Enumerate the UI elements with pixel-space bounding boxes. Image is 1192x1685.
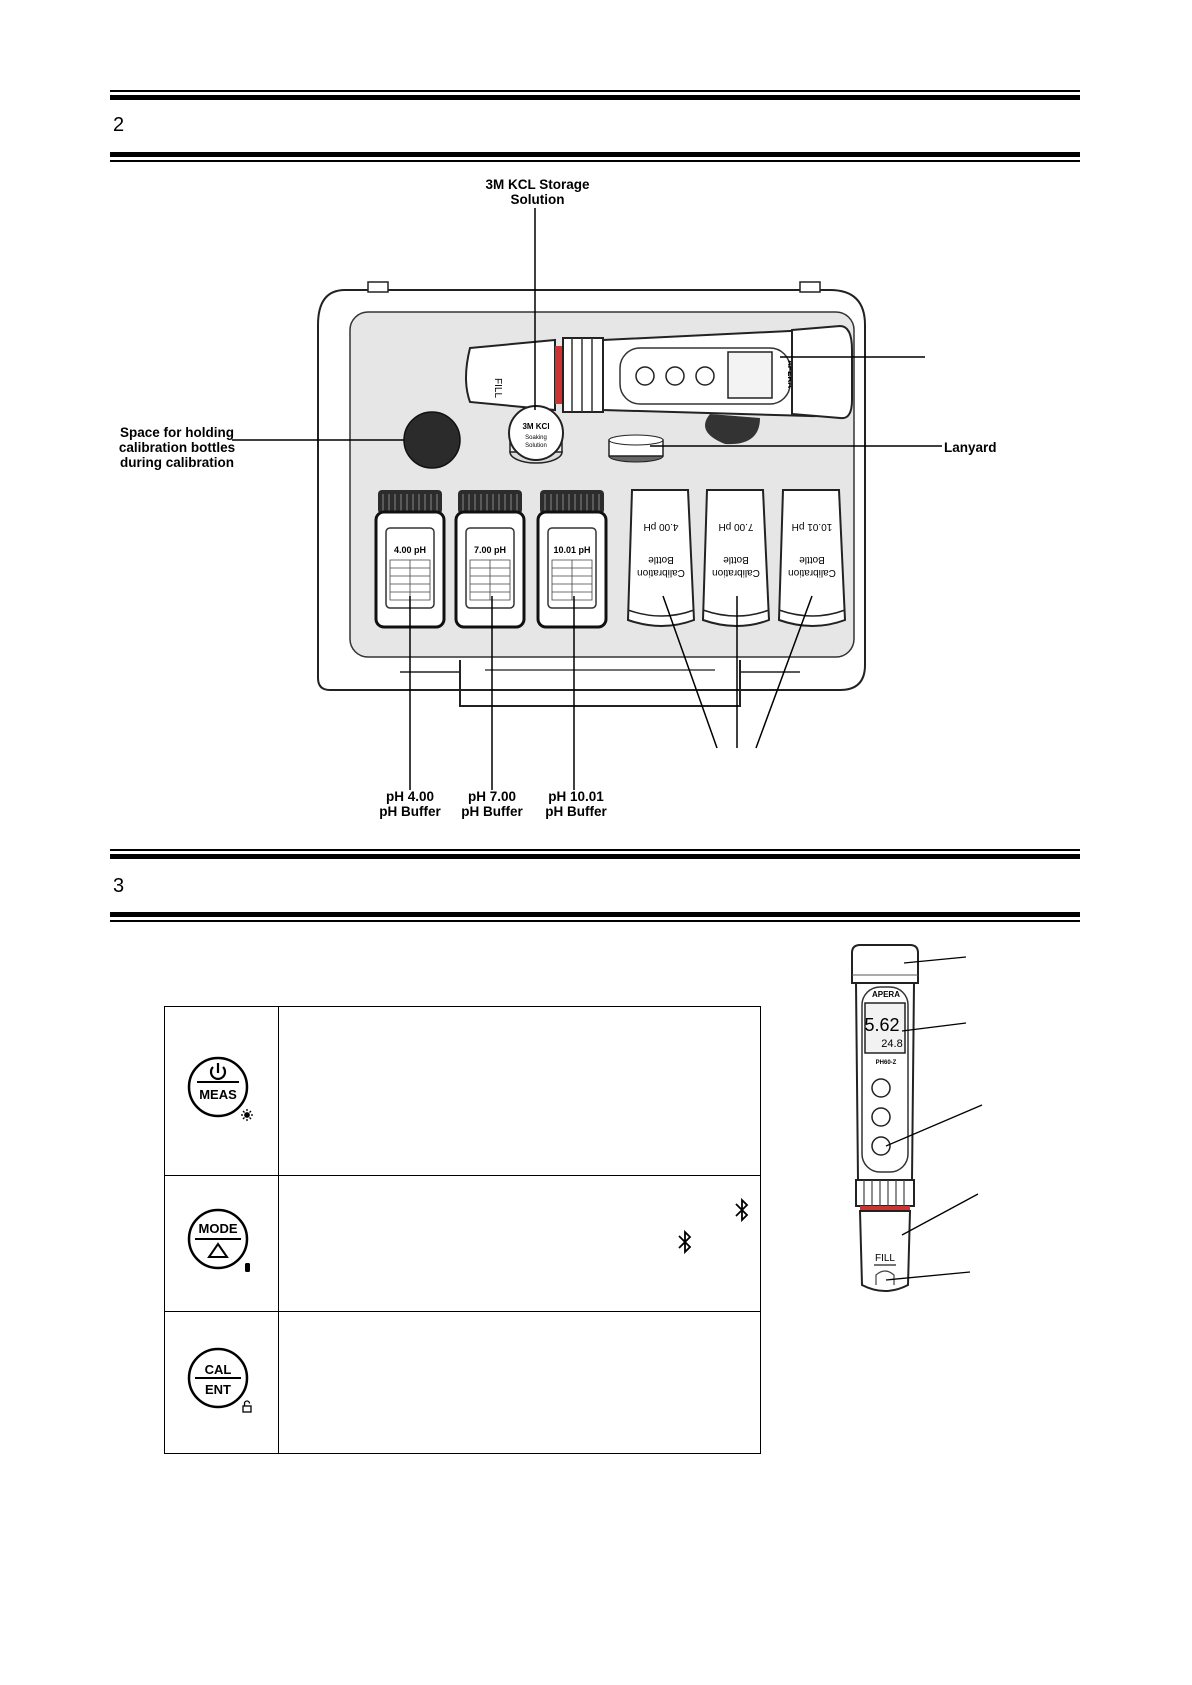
meter-key-1-icon (635, 366, 655, 386)
mode-key-text: MODE (198, 1221, 237, 1236)
meter-brand-text: APERA (872, 990, 900, 999)
bluetooth-icon-2 (678, 1229, 692, 1255)
meter-key-2-icon (665, 366, 685, 386)
meter-electrode (875, 1270, 895, 1285)
mode-key-cell: MODE (164, 1175, 279, 1312)
buffer-bottle-7: 7.00 pH (454, 490, 526, 629)
meter-clip (705, 414, 760, 445)
buffer-bottle-10: 10.01 pH (536, 490, 608, 629)
meter-meas-key-icon (871, 1078, 891, 1098)
callout-buffer-7: pH 7.00 pH Buffer (461, 789, 523, 819)
kcl-storage-bottle: 3M KCl Soaking Solution (508, 405, 564, 464)
section-3-bottom-rule (110, 912, 1080, 917)
callout-buffer-10: pH 10.01 pH Buffer (545, 789, 607, 819)
meter-cap-part (851, 944, 919, 984)
cal-key-description (278, 1311, 761, 1454)
case-hinge-left (367, 281, 389, 293)
cal-key-cell: CAL ENT (164, 1311, 279, 1454)
cal-bottle-4-line2: Bottle (648, 554, 674, 565)
meter-brand: APERA (786, 360, 795, 388)
section-2-number: 2 (113, 114, 125, 136)
calibration-bottle-7: Calibration Bottle 7.00 pH (701, 489, 771, 627)
cal-bottle-7-value: 7.00 pH (718, 521, 753, 532)
cal-bottle-10-value: 10.01 pH (792, 521, 833, 532)
power-meas-key-icon: MEAS (187, 1056, 253, 1121)
meter-collar (562, 337, 604, 413)
cal-key-text: CAL (204, 1362, 231, 1377)
kcl-cap-line3: Solution (525, 443, 547, 449)
meter-fill-text: FILL (875, 1253, 895, 1264)
calibration-bottle-10: Calibration Bottle 10.01 pH (777, 489, 847, 627)
meter-illustration: APERA 5.62 24.8 PH60-Z FILL (851, 944, 983, 1292)
meter-reading-temp: 24.8 (881, 1038, 902, 1050)
keys-row-cal: CAL ENT (164, 1311, 761, 1454)
meter-key-3-icon (695, 366, 715, 386)
meter-display (864, 1002, 906, 1054)
section-2-bottom-rule (110, 152, 1080, 157)
meas-key-description (278, 1006, 761, 1176)
meter-collar-part (855, 1179, 915, 1207)
callout-lanyard: Lanyard (944, 440, 997, 455)
meter-in-case: FILL APERA (465, 324, 853, 445)
cal-ent-key-icon: CAL ENT (187, 1347, 252, 1413)
case-hinge-right (799, 281, 821, 293)
meter-sensor-sleeve-part (858, 1210, 912, 1292)
section-3-number: 3 (113, 875, 125, 897)
keys-table: MEAS MODE (164, 1006, 761, 1454)
holding-space-well (403, 411, 461, 469)
calibration-bottle-4: Calibration Bottle 4.00 pH (626, 489, 696, 627)
callout-holding-space: Space for holding calibration bottles du… (118, 425, 236, 470)
meas-key-text: MEAS (199, 1087, 237, 1102)
callout-storage-solution: 3M KCL Storage Solution (485, 177, 590, 207)
case-handle (459, 660, 741, 707)
section-2-bottom-rule-thin (110, 160, 1080, 162)
meter-model-text: PH60-Z (876, 1060, 897, 1066)
meter-red-ring (555, 346, 563, 404)
cal-bottle-4-line1: Calibration (637, 567, 685, 578)
kcl-cap-line1: 3M KCl (522, 422, 549, 431)
meter-red-band (860, 1206, 910, 1211)
cal-bottle-10-line1: Calibration (788, 567, 836, 578)
section-2-top-rule (110, 95, 1080, 100)
section-3-bottom-rule-thin (110, 920, 1080, 922)
meter-sensor-sleeve (465, 338, 556, 412)
mode-key-icon: MODE (187, 1208, 250, 1272)
meter-fill-label: FILL (492, 378, 503, 398)
buffer-bottle-4: 4.00 pH (374, 490, 446, 629)
kcl-cap-line2: Soaking (525, 435, 547, 441)
cal-bottle-4-value: 4.00 pH (643, 521, 678, 532)
lanyard-item (608, 434, 664, 463)
cal-bottle-10-line2: Bottle (799, 554, 825, 565)
meter-reading-main: 5.62 (864, 1015, 899, 1035)
keys-row-meas: MEAS (164, 1006, 761, 1176)
section-3-top-rule-thin (110, 849, 1080, 851)
cal-bottle-7-line2: Bottle (723, 554, 749, 565)
cal-bottle-7-line1: Calibration (712, 567, 760, 578)
buffer-bottle-10-label: 10.01 pH (553, 545, 590, 555)
ent-key-text: ENT (205, 1382, 231, 1397)
section-2-top-rule-thin (110, 90, 1080, 92)
callout-buffer-4: pH 4.00 pH Buffer (379, 789, 441, 819)
meter-cap (791, 324, 853, 420)
buffer-bottle-7-label: 7.00 pH (474, 545, 506, 555)
section-3-top-rule (110, 854, 1080, 859)
keys-row-mode: MODE (164, 1175, 761, 1312)
mode-key-description (278, 1175, 761, 1312)
meter-cal-key-icon (871, 1136, 891, 1156)
buffer-bottle-4-label: 4.00 pH (394, 545, 426, 555)
callout-leader-lines (232, 208, 942, 790)
bluetooth-icon (735, 1197, 749, 1223)
meas-key-cell: MEAS (164, 1006, 279, 1176)
meter-mode-key-icon (871, 1107, 891, 1127)
kit-case-illustration: FILL APERA 3M KCl Soaking Solution 4.0 (232, 208, 942, 790)
meter-lcd (727, 351, 773, 399)
